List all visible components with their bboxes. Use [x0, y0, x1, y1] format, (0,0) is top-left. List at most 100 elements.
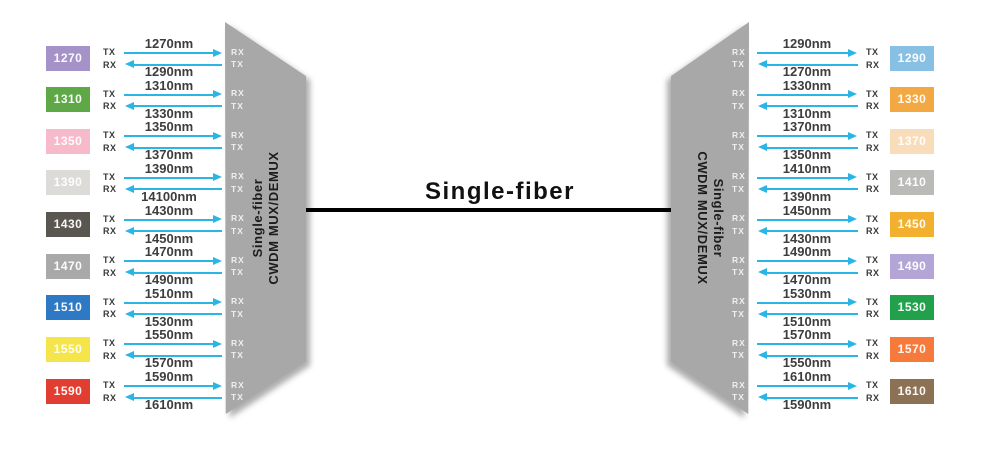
cwdm-mux-left: Single-fiber CWDM MUX/DEMUX [225, 22, 306, 414]
module-wavelength-label: 1550 [53, 341, 83, 356]
rx-wavelength-label: 1610nm [782, 369, 832, 384]
tx-arrow [124, 339, 222, 348]
mux-rx-port-label: RX [231, 129, 245, 140]
module-rx-label: RX [103, 267, 117, 278]
rx-arrow [125, 226, 222, 235]
mux-rx-port-label: RX [231, 171, 245, 182]
transceiver-module: 1470 [46, 253, 90, 279]
cwdm-channel-row: RX TX 1570nm 1550nm TX RX 1570 [729, 327, 957, 371]
transceiver-module: 1350 [46, 128, 90, 154]
cwdm-channel-row: 1510 TX RX 1510nm 1530nm RX TX [46, 287, 258, 329]
module-tx-label: TX [103, 296, 116, 307]
module-wavelength-label: 1270 [53, 50, 83, 65]
cwdm-channel-row: RX TX 1330nm 1310nm TX RX 1330 [729, 79, 957, 121]
rx-wavelength-label: 1370nm [144, 147, 194, 163]
tx-arrow [124, 256, 222, 265]
module-rx-label: RX [866, 350, 880, 361]
module-tx-label: TX [103, 380, 116, 390]
module-rx-label: RX [866, 309, 880, 320]
mux-rx-port-label: RX [231, 296, 245, 307]
module-wavelength-label: 1290 [897, 50, 927, 65]
tx-wavelength-label: 1270nm [782, 64, 832, 79]
rx-arrow [757, 48, 857, 57]
mux-rx-port-label: RX [231, 213, 245, 223]
rx-arrow [125, 101, 222, 110]
rx-wavelength-label: 1530nm [144, 313, 194, 329]
rx-arrow [125, 393, 222, 401]
mux-tx-port-label: TX [231, 392, 244, 402]
transceiver-module: 1270 [46, 45, 90, 71]
module-wavelength-label: 1610 [897, 383, 927, 398]
mux-rx-port-label: RX [732, 88, 746, 99]
tx-wavelength-label: 1470nm [782, 272, 832, 288]
rx-arrow [757, 381, 857, 390]
module-rx-label: RX [103, 350, 117, 361]
module-wavelength-label: 1430 [53, 217, 83, 231]
module-wavelength-label: 1330 [897, 92, 927, 107]
tx-arrow [758, 268, 858, 277]
rx-wavelength-label: 14100nm [141, 188, 197, 204]
module-wavelength-label: 1370 [897, 133, 927, 148]
mux-tx-port-label: TX [231, 308, 244, 319]
module-rx-label: RX [103, 101, 117, 112]
cwdm-channel-row: 1270 TX RX 1270nm 1290nm RX TX [46, 36, 258, 80]
module-tx-label: TX [103, 88, 116, 99]
tx-arrow [124, 298, 222, 307]
module-tx-label: TX [103, 171, 116, 182]
module-rx-label: RX [103, 142, 117, 153]
mux-rx-port-label: RX [732, 46, 746, 57]
mux-rx-port-label: RX [732, 254, 746, 265]
mux-rx-port-label: RX [732, 337, 746, 348]
mux-tx-port-label: TX [732, 225, 745, 236]
tx-wavelength-label: 1590nm [782, 397, 832, 412]
cwdm-channel-row: 1590 TX RX 1590nm 1610nm RX TX [46, 369, 258, 413]
tx-arrow [124, 131, 222, 140]
module-tx-label: TX [866, 88, 879, 99]
rx-arrow [125, 268, 222, 277]
tx-wavelength-label: 1510nm [144, 285, 194, 301]
rx-arrow [125, 143, 222, 152]
tx-wavelength-label: 1510nm [782, 313, 832, 329]
mux-tx-port-label: TX [231, 183, 244, 194]
mux-tx-port-label: TX [732, 392, 745, 402]
module-tx-label: TX [866, 171, 879, 182]
module-rx-label: RX [866, 226, 880, 236]
mux-rx-port-label: RX [231, 88, 245, 99]
tx-arrow [758, 351, 858, 360]
mux-tx-port-label: TX [231, 267, 244, 278]
tx-arrow [758, 393, 858, 401]
tx-arrow [124, 381, 222, 390]
cwdm-channel-row: RX TX 1410nm 1390nm TX RX 1410 [729, 162, 957, 204]
tx-arrow [758, 184, 858, 193]
module-tx-label: TX [866, 380, 879, 390]
mux-rx-port-label: RX [231, 254, 245, 265]
tx-arrow [758, 143, 858, 152]
module-rx-label: RX [103, 59, 117, 70]
tx-wavelength-label: 1270nm [144, 36, 194, 51]
module-tx-label: TX [866, 130, 879, 141]
rx-wavelength-label: 1330nm [144, 105, 194, 121]
module-wavelength-label: 1410 [897, 175, 927, 190]
module-tx-label: TX [866, 296, 879, 307]
tx-wavelength-label: 1350nm [144, 119, 194, 135]
mux-tx-port-label: TX [231, 225, 244, 236]
module-rx-label: RX [866, 392, 880, 403]
tx-arrow [124, 48, 222, 57]
mux-tx-port-label: TX [231, 59, 244, 69]
module-rx-label: RX [103, 392, 117, 403]
rx-wavelength-label: 1570nm [782, 327, 832, 343]
tx-arrow [758, 101, 858, 110]
tx-wavelength-label: 1590nm [144, 369, 194, 384]
tx-wavelength-label: 1470nm [144, 244, 194, 260]
transceiver-module: 1330 [890, 87, 934, 113]
tx-arrow [758, 60, 858, 68]
tx-wavelength-label: 1310nm [144, 77, 194, 93]
cwdm-channel-row: RX TX 1450nm 1430nm TX RX 1450 [729, 204, 957, 246]
tx-wavelength-label: 1390nm [782, 188, 832, 204]
rx-wavelength-label: 1290nm [782, 36, 832, 51]
transceiver-module: 1570 [890, 336, 934, 362]
rx-arrow [757, 215, 857, 223]
mux-tx-port-label: TX [231, 350, 244, 361]
